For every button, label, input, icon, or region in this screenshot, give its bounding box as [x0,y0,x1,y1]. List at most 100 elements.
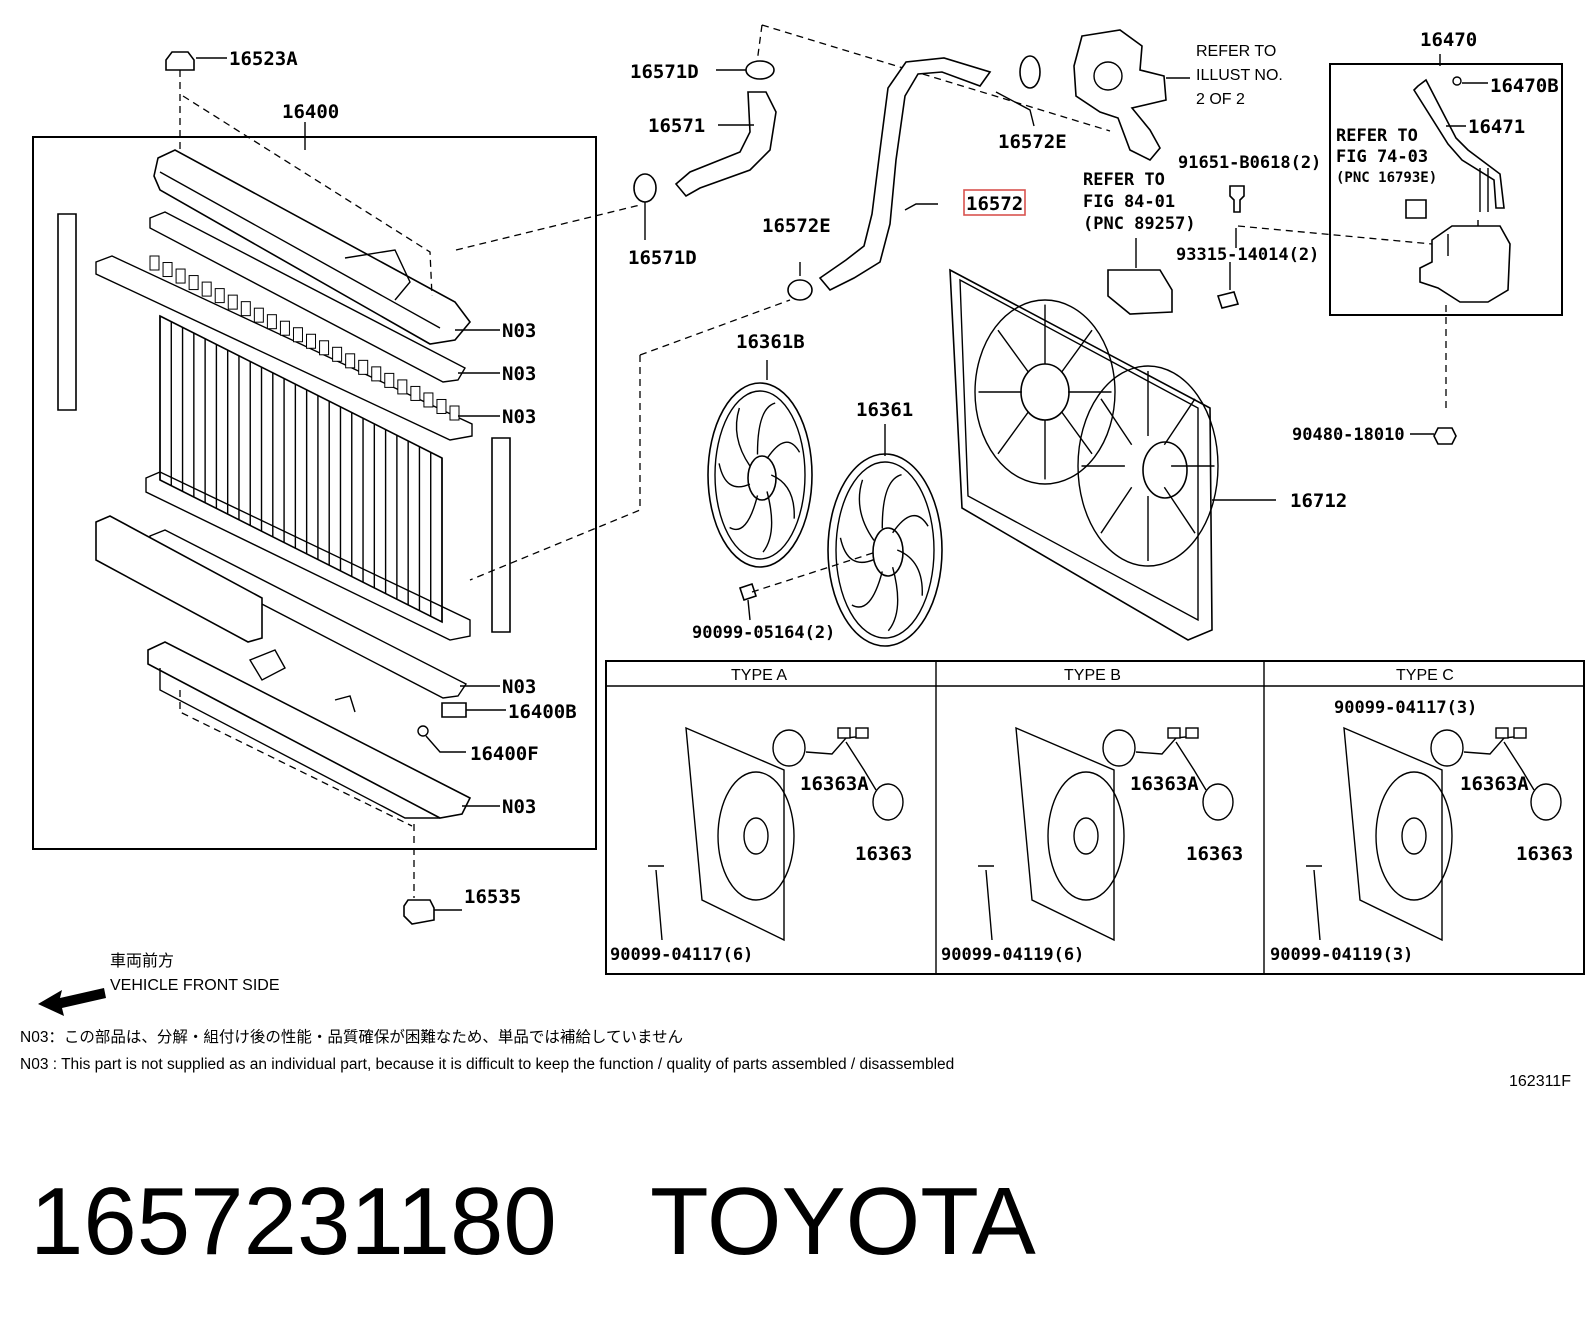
core-fin-tab [279,320,290,336]
radiator-lower-tank [147,641,472,819]
radiator-assembly-group: 16523A 16400 N03 N03 N03 N03 16400B 1640… [32,48,597,925]
label-16571D-lower: 16571D [628,247,697,269]
drain-cock-plug [441,702,467,718]
core-fin-tab [332,346,343,362]
core-fin-tab [162,262,173,278]
notes-group: 車両前方 VEHICLE FRONT SIDE N03：この部品は、分解・組付け… [20,952,1571,1090]
ref-illust-line2: ILLUST NO. [1196,67,1283,84]
core-fin-tab [266,314,277,330]
label-16361B: 16361B [736,331,805,353]
label-90099-04117-3: 90099-04117(3) [1334,698,1477,718]
type-c-header: TYPE C [1396,667,1454,684]
label-n03-4: N03 [502,676,536,698]
ref-illust-line1: REFER TO [1196,43,1276,60]
label-16363-type-c: 16363 [1516,843,1573,865]
label-16470B: 16470B [1490,75,1559,97]
core-fin-tab [292,327,303,343]
clamp-16572E-lower [787,279,813,301]
bolt-93315 [1216,291,1240,309]
label-16572-highlighted: 16572 [966,193,1023,215]
vehicle-front-jp: 車両前方 [110,952,174,970]
type-a-header: TYPE A [731,667,787,684]
fan-16361B-blades [718,402,801,553]
fan-shroud-group: 16361B 16361 90099-05164(2) 16712 [692,268,1347,647]
brand-name: TOYOTA [650,1168,1036,1275]
core-fin-tab [214,288,225,304]
core-fin-tab [384,372,395,388]
core-fin-tab [345,353,356,369]
fan-nut-90099-05164 [738,582,758,602]
core-fin-tab [253,307,264,323]
core-fin-tab [358,359,369,375]
label-90099-04119-6: 90099-04119(6) [941,945,1084,965]
label-16400F: 16400F [470,743,539,765]
fan-16361-blades [839,474,929,632]
label-16572E-upper: 16572E [998,131,1067,153]
label-90099-04119-3: 90099-04119(3) [1270,945,1413,965]
label-16400B: 16400B [508,701,577,723]
label-16361: 16361 [856,399,913,421]
vehicle-front-arrow-icon [38,988,106,1016]
core-fin-tab [397,379,408,395]
upper-seal [149,211,466,383]
reservoir-hose-16471 [1412,78,1505,209]
core-fin-tab [240,301,251,317]
note-n03-jp: N03：この部品は、分解・組付け後の性能・品質確保が困難なため、単品では補給して… [20,1028,683,1046]
ref-fig74-line3: (PNC 16793E) [1336,170,1437,186]
label-16471: 16471 [1468,116,1525,138]
label-n03-3: N03 [502,406,536,428]
label-91651-B0618: 91651-B0618(2) [1178,153,1321,173]
right-side-seal [491,437,511,633]
label-90099-05164: 90099-05164(2) [692,623,835,643]
motor-types-table: TYPE A TYPE B TYPE C 16363A 16363 90099-… [605,660,1585,975]
hose-16572 [818,57,992,291]
core-fin-tab [175,268,186,284]
note-n03-en: N03 : This part is not supplied as an in… [20,1056,954,1073]
label-n03-5: N03 [502,796,536,818]
ref-fig84-line1: REFER TO [1083,170,1165,190]
clamp-16571D-upper [745,60,775,80]
part-number: 1657231180 [30,1168,557,1275]
label-16363A-type-a: 16363A [800,773,869,795]
core-fin-tab [149,255,160,271]
ref-fig74-line2: FIG 74-03 [1336,147,1428,167]
label-16572E-lower: 16572E [762,215,831,237]
hoses-group: 16571D 16571 16571D 16572E 16572 16572E … [455,24,1283,581]
label-16523A: 16523A [229,48,298,70]
core-fin-tab [410,385,421,401]
bolt-91651 [1229,185,1245,213]
type-c-illustration [1306,726,1562,942]
vehicle-front-en: VEHICLE FRONT SIDE [110,977,280,994]
core-fin-tab [423,392,434,408]
label-16363A-type-c: 16363A [1460,773,1529,795]
label-16571: 16571 [648,115,705,137]
reservoir-label-tag [1405,199,1427,219]
label-n03-2: N03 [502,363,536,385]
label-16363-type-b: 16363 [1186,843,1243,865]
reservoir-group: 16470 16470B 16471 REFER TO FIG 74-03 (P… [1292,29,1563,445]
ref-illust-line3: 2 OF 2 [1196,91,1245,108]
fan-16361 [827,453,943,647]
types-table-frame [605,660,1585,975]
controller-group: REFER TO FIG 84-01 (PNC 89257) 91651-B06… [1083,153,1433,315]
radiator-assembly-frame [32,136,597,850]
drain-o-ring [417,725,429,737]
fan-shroud-16712 [949,268,1213,641]
core-fin-tab [319,340,330,356]
fan-16361B [707,382,813,568]
clamp-16571D-lower [633,173,657,203]
core-fin-tab [449,405,460,421]
label-16363-type-a: 16363 [855,843,912,865]
left-side-seal [57,213,77,411]
grommet-90480-18010 [1433,427,1457,445]
reservoir-box-frame [1329,63,1563,316]
water-outlet-housing [1073,29,1167,161]
core-fin-tab [371,366,382,382]
type-b-header: TYPE B [1064,667,1121,684]
label-90099-04117-6: 90099-04117(6) [610,945,753,965]
ref-fig84-line2: FIG 84-01 [1083,192,1175,212]
footer: 1657231180 TOYOTA [30,1168,1036,1275]
bottom-baffle [95,515,263,643]
label-16363A-type-b: 16363A [1130,773,1199,795]
